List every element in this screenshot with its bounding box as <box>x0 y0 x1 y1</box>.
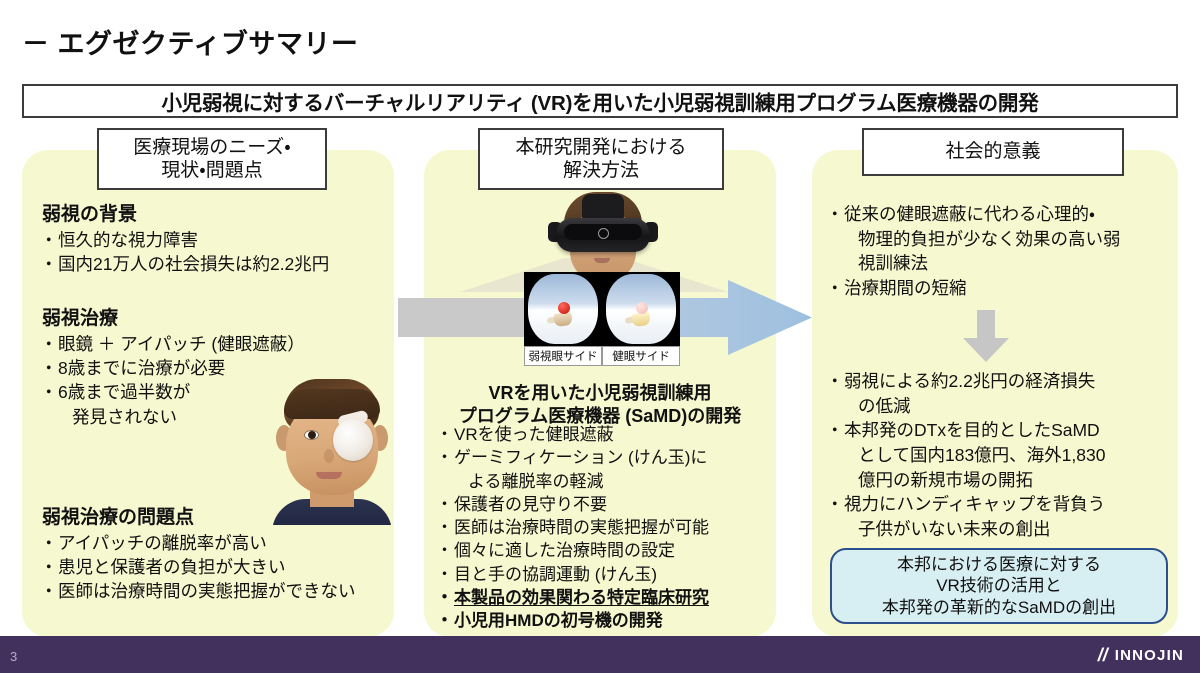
list-item: 本製品の効果関わる特定臨床研究 <box>436 587 774 610</box>
list-item: 6歳まで過半数が <box>40 381 372 405</box>
list-item: 視力にハンディキャップを背負う <box>826 493 1176 517</box>
solution-title: VRを用いた小児弱視訓練用 プログラム医療機器 (SaMD)の開発 <box>428 382 772 429</box>
lens-view-amblyopic <box>524 272 602 346</box>
impact-callout-line2: VR技術の活用と <box>936 576 1062 596</box>
list-item: 8歳までに治療が必要 <box>40 357 372 381</box>
footer-bar <box>0 636 1200 673</box>
list-item: 治療期間の短縮 <box>826 277 1172 301</box>
needs-group-background-title: 弱視の背景 <box>42 204 138 225</box>
header-solution: 本研究開発における 解決方法 <box>478 128 724 190</box>
impact-callout-box: 本邦における医療に対する VR技術の活用と 本邦発の革新的なSaMDの創出 <box>830 548 1168 624</box>
vr-lens-labels: 弱視眼サイド 健眼サイド <box>524 346 680 366</box>
list-item: ゲーミフィケーション (けん玉)に <box>436 447 774 470</box>
list-item: よる離脱率の軽減 <box>468 471 604 491</box>
impact-callout-line3: 本邦発の革新的なSaMDの創出 <box>881 597 1117 617</box>
solution-list: VRを使った健眼遮蔽 ゲーミフィケーション (けん玉)に よる離脱率の軽減 保護… <box>436 424 774 633</box>
list-item: 医師は治療時間の実態把握ができない <box>40 580 397 604</box>
lens-label-amblyopic: 弱視眼サイド <box>524 346 602 366</box>
needs-group-background: 弱視の背景 恒久的な視力障害 国内21万人の社会損失は約2.2兆円 <box>40 203 382 277</box>
list-item: 億円の新規市場の開拓 <box>858 469 1033 490</box>
header-solution-line1: 本研究開発における <box>515 136 687 158</box>
page-number: 3 <box>10 649 18 664</box>
needs-group-background-list: 恒久的な視力障害 国内21万人の社会損失は約2.2兆円 <box>40 229 382 277</box>
title-banner: 小児弱視に対するバーチャルリアリティ (VR)を用いた小児弱視訓練用プログラム医… <box>22 84 1178 118</box>
impact-bottom-list: 弱視による約2.2兆円の経済損失 の低減 本邦発のDTxを目的としたSaMD と… <box>826 370 1176 542</box>
list-item: 眼鏡 ＋ アイパッチ (健眼遮蔽） <box>40 333 372 357</box>
needs-group-problems-title: 弱視治療の問題点 <box>42 507 195 528</box>
solution-title-line2: プログラム医療機器 (SaMD)の開発 <box>458 406 742 427</box>
list-item: アイパッチの離脱率が高い <box>40 532 397 556</box>
list-item: 弱視による約2.2兆円の経済損失 <box>826 370 1176 394</box>
title-banner-text: 小児弱視に対するバーチャルリアリティ (VR)を用いた小児弱視訓練用プログラム医… <box>161 92 1039 115</box>
innojin-logo-wordmark: INNOJIN <box>1114 646 1184 664</box>
list-item: 医師は治療時間の実態把握が可能 <box>436 517 774 540</box>
solution-title-line1: VRを用いた小児弱視訓練用 <box>488 383 712 403</box>
list-item: 従来の健眼遮蔽に代わる心理的・ <box>826 203 1172 227</box>
list-item: 患児と保護者の負担が大きい <box>40 556 397 580</box>
needs-group-problems: 弱視治療の問題点 アイパッチの離脱率が高い 患児と保護者の負担が大きい 医師は治… <box>40 506 397 605</box>
impact-top-list: 従来の健眼遮蔽に代わる心理的・ 物理的負担が少なく効果の高い弱 視訓練法 治療期… <box>826 203 1172 302</box>
list-item: 本邦発のDTxを目的としたSaMD <box>826 419 1176 443</box>
list-item: として国内183億円、海外1,830 <box>858 444 1106 465</box>
header-needs-line2: 現状・問題点 <box>161 160 263 181</box>
header-solution-line2: 解決方法 <box>562 160 639 181</box>
down-arrow-icon <box>963 310 1009 362</box>
list-item: VRを使った健眼遮蔽 <box>436 424 774 447</box>
list-item: 目と手の協調運動 (けん玉) <box>436 564 774 587</box>
vr-headset-photo <box>520 192 684 290</box>
needs-group-problems-list: アイパッチの離脱率が高い 患児と保護者の負担が大きい 医師は治療時間の実態把握が… <box>40 532 397 604</box>
header-needs-line1: 医療現場のニーズ・ <box>133 136 291 158</box>
lens-label-sound-eye: 健眼サイド <box>602 346 680 366</box>
innojin-logo-icon: // <box>1097 645 1108 665</box>
list-item: 視訓練法 <box>858 253 928 274</box>
list-item: 小児用HMDの初号機の開発 <box>436 610 774 633</box>
list-item: 発見されない <box>72 406 177 427</box>
header-impact: 社会的意義 <box>862 128 1124 176</box>
list-item: 国内21万人の社会損失は約2.2兆円 <box>40 253 382 277</box>
list-item: 恒久的な視力障害 <box>40 229 382 253</box>
eye-patch-child-photo <box>258 375 404 525</box>
lens-view-sound-eye <box>602 272 680 346</box>
vr-lens-pair <box>524 272 680 346</box>
list-item: 個々に適した治療時間の設定 <box>436 540 774 563</box>
list-item: 物理的負担が少なく効果の高い弱 <box>858 228 1121 249</box>
list-item: 子供がいない未来の創出 <box>858 518 1051 539</box>
needs-group-treatment: 弱視治療 眼鏡 ＋ アイパッチ (健眼遮蔽） 8歳までに治療が必要 6歳まで過半… <box>40 307 372 430</box>
footer-logo: // INNOJIN <box>1098 646 1184 664</box>
header-needs: 医療現場のニーズ・ 現状・問題点 <box>97 128 327 190</box>
header-impact-line1: 社会的意義 <box>945 141 1041 163</box>
needs-group-treatment-list: 眼鏡 ＋ アイパッチ (健眼遮蔽） 8歳までに治療が必要 6歳まで過半数が 発見… <box>40 333 372 429</box>
list-item: の低減 <box>858 395 911 416</box>
needs-group-treatment-title: 弱視治療 <box>42 308 119 329</box>
list-item: 保護者の見守り不要 <box>436 494 774 517</box>
page-title: － エグゼクティブサマリー <box>22 29 359 59</box>
impact-callout-line1: 本邦における医療に対する <box>897 554 1101 574</box>
